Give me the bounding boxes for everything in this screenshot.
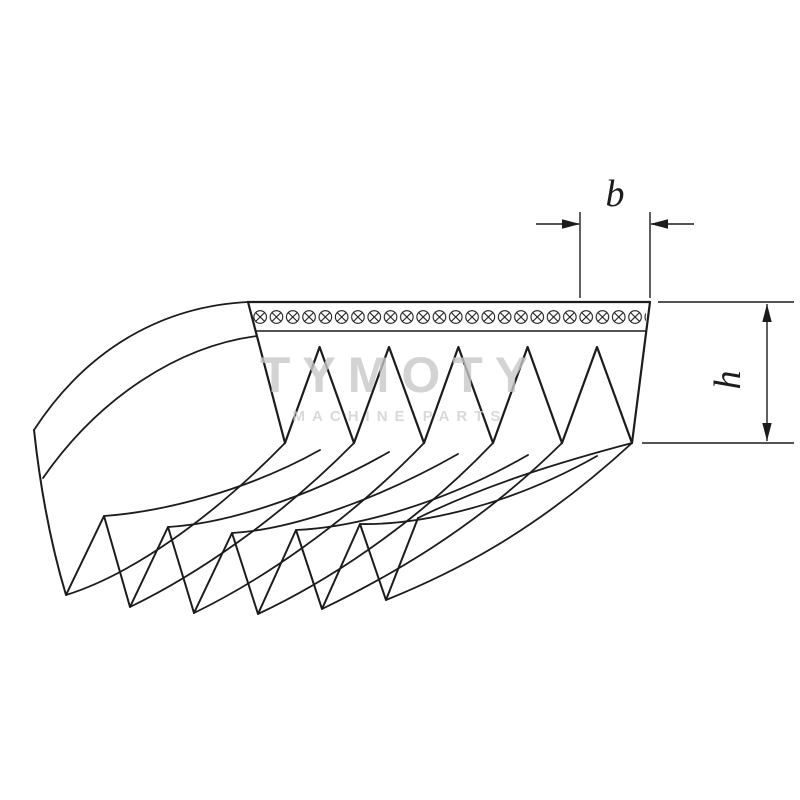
belt-inner-shoulder-edge (42, 335, 258, 479)
belt-cross-section-face (246, 300, 652, 445)
dim-b-label: b (606, 173, 625, 215)
groove-line-5 (359, 455, 598, 525)
dim-b-arrowhead-left (562, 219, 580, 229)
rib-tip-line-4 (257, 442, 494, 615)
rib-tip-line-3 (193, 442, 425, 614)
tension-cord-strip (252, 304, 646, 330)
rib-tip-line-5 (321, 442, 563, 610)
rib-tip-line-2 (129, 442, 355, 608)
belt-outer-back-edge (33, 301, 249, 431)
rib-tip-line-6 (385, 442, 633, 601)
dim-b-arrowhead-right (650, 219, 668, 229)
belt-face-outline (246, 300, 652, 445)
groove-line-2 (167, 451, 390, 528)
groove-line-4 (295, 454, 529, 531)
dim-h-arrowhead-bottom (762, 423, 772, 441)
dim-h-label: h (707, 371, 749, 390)
dimension-h: h (642, 301, 794, 444)
belt-perspective-fan (33, 301, 633, 615)
belt-cut-end-zigzag (33, 429, 419, 615)
groove-line-1 (103, 449, 321, 517)
groove-line-3 (231, 453, 459, 534)
dim-h-arrowhead-top (762, 304, 772, 322)
near-shoulder-edge (417, 442, 633, 519)
dimension-b: b (536, 173, 694, 298)
rib-tip-line-1 (65, 442, 286, 596)
